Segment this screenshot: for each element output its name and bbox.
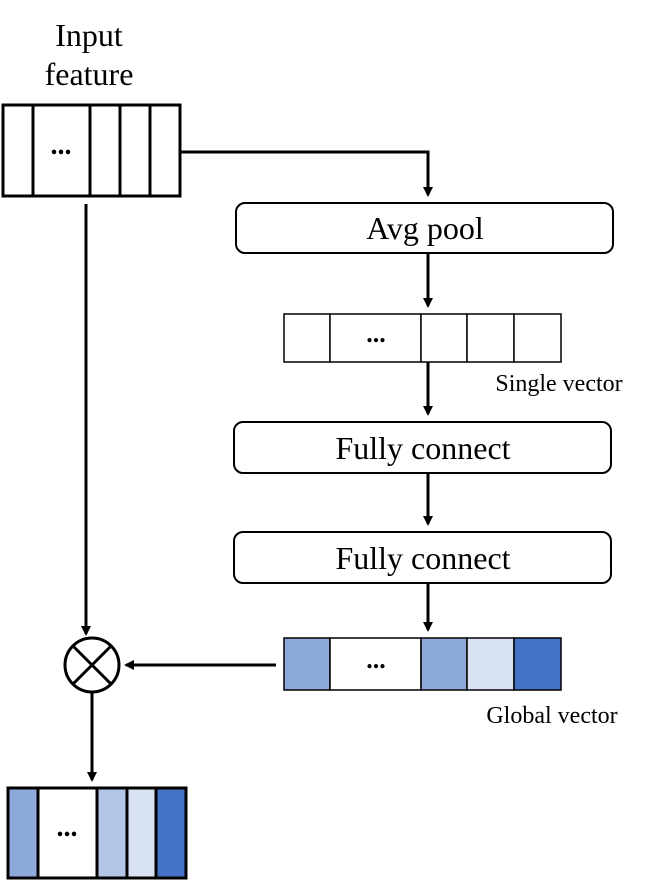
global-vector-label: Global vector	[486, 703, 617, 729]
input-cell	[1, 103, 35, 198]
fully-connect-label-2: Fully connect	[335, 540, 510, 576]
arrow-input-to-avgpool	[180, 150, 433, 197]
single-vector-label: Single vector	[495, 371, 622, 397]
single-cell	[466, 313, 515, 363]
input-ellipsis: ...	[51, 130, 72, 161]
global-cell	[329, 637, 422, 691]
single-cell	[513, 313, 562, 363]
output-cell	[125, 786, 158, 880]
input-cell	[148, 103, 182, 198]
avg-pool-label: Avg pool	[366, 210, 484, 246]
global-cell	[466, 637, 515, 691]
input-feature-vector: ...	[1, 103, 182, 198]
input-cell	[88, 103, 122, 198]
output-cell	[6, 786, 40, 880]
output-ellipsis: ...	[57, 812, 78, 843]
fully-connect-block-2: Fully connect	[233, 531, 612, 584]
input-title-line1: Input	[55, 17, 123, 53]
output-cell	[95, 786, 129, 880]
output-cell	[154, 786, 188, 880]
global-vector: ...	[283, 637, 562, 691]
single-vector: ...	[283, 313, 562, 363]
input-cell	[31, 103, 92, 198]
single-cell	[283, 313, 331, 363]
input-title-line2: feature	[45, 56, 134, 92]
single-ellipsis: ...	[366, 319, 386, 348]
single-cell	[420, 313, 468, 363]
multiply-circle-icon	[63, 636, 121, 694]
global-cell	[420, 637, 468, 691]
output-cell	[36, 786, 99, 880]
input-cell	[118, 103, 152, 198]
avg-pool-block: Avg pool	[235, 202, 614, 254]
fully-connect-block-1: Fully connect	[233, 421, 612, 474]
global-ellipsis: ...	[366, 645, 386, 674]
global-cell	[283, 637, 331, 691]
global-cell	[513, 637, 562, 691]
single-cell	[329, 313, 422, 363]
output-feature-vector: ...	[6, 786, 188, 880]
fully-connect-label-1: Fully connect	[335, 430, 510, 466]
